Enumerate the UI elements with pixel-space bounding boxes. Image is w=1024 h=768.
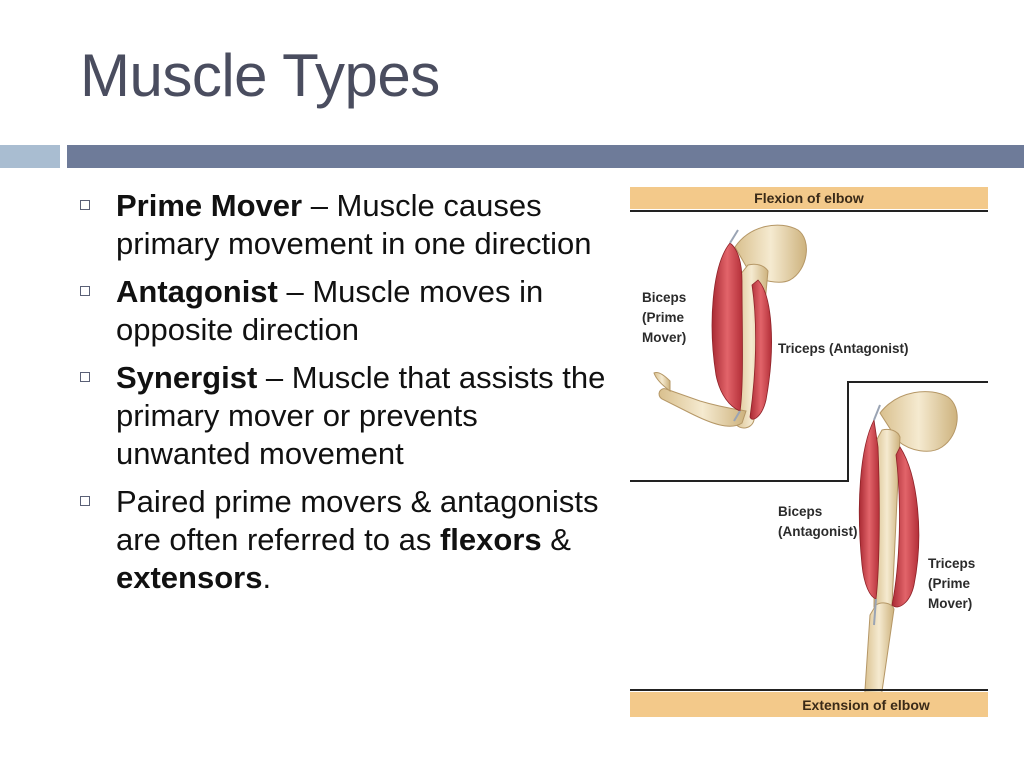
bullet-antagonist: Antagonist – Muscle moves in opposite di… xyxy=(80,273,615,349)
bullet-text: – Muscle moves in opposite direction xyxy=(116,274,544,347)
accent-bar-main xyxy=(67,145,1024,168)
square-bullet-icon xyxy=(80,496,90,506)
bullet-term-flexors: flexors xyxy=(439,522,542,557)
divider-line xyxy=(630,381,988,482)
label-triceps-prime-1: Triceps xyxy=(928,556,975,571)
bullet-text: & xyxy=(541,522,571,557)
label-biceps-antagonist-2: (Antagonist) xyxy=(778,524,857,539)
label-biceps-prime-1: Biceps xyxy=(642,290,686,305)
bullet-term: Prime Mover xyxy=(116,188,303,223)
bullet-text: – Muscle that assists the primary mover … xyxy=(116,360,606,471)
accent-bar-left xyxy=(0,145,60,168)
extended-arm-illustration xyxy=(858,391,958,713)
square-bullet-icon xyxy=(80,286,90,296)
bullet-list: Prime Mover – Muscle causes primary move… xyxy=(80,187,615,607)
label-biceps-prime-2: (Prime xyxy=(642,310,685,325)
bullet-text: Paired prime movers & antagonists are of… xyxy=(116,484,599,557)
label-biceps-prime-3: Mover) xyxy=(642,330,686,345)
bullet-paired-movers: Paired prime movers & antagonists are of… xyxy=(80,483,615,597)
bullet-text: – Muscle causes primary movement in one … xyxy=(116,188,592,261)
label-triceps-prime-2: (Prime xyxy=(928,576,971,591)
elbow-diagram: Flexion of elbow xyxy=(630,185,988,720)
flexed-arm-illustration xyxy=(653,224,807,429)
label-biceps-antagonist-1: Biceps xyxy=(778,504,822,519)
label-triceps-prime-3: Mover) xyxy=(928,596,972,611)
slide-title: Muscle Types xyxy=(80,42,440,109)
label-triceps-antagonist: Triceps (Antagonist) xyxy=(778,341,909,356)
flexion-band-label: Flexion of elbow xyxy=(754,190,864,206)
bullet-text: . xyxy=(262,560,272,595)
extension-band-label: Extension of elbow xyxy=(802,697,930,713)
extension-band: Extension of elbow xyxy=(630,689,988,717)
square-bullet-icon xyxy=(80,200,90,210)
bullet-term: Antagonist xyxy=(116,274,278,309)
bullet-term: Synergist xyxy=(116,360,258,395)
flexion-band: Flexion of elbow xyxy=(630,187,988,212)
bullet-prime-mover: Prime Mover – Muscle causes primary move… xyxy=(80,187,615,263)
square-bullet-icon xyxy=(80,372,90,382)
bullet-term-extensors: extensors xyxy=(116,560,263,595)
bullet-synergist: Synergist – Muscle that assists the prim… xyxy=(80,359,615,473)
